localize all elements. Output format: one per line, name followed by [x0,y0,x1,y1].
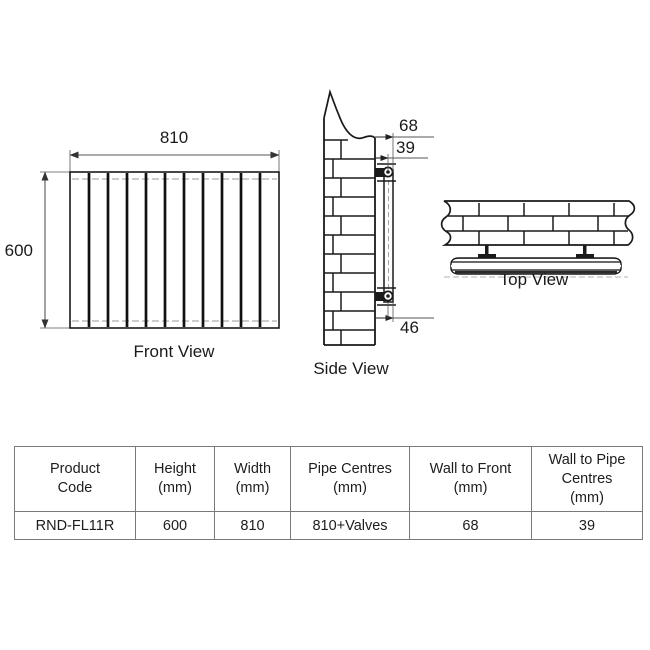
header-wall-to-pipe-centres: Wall to Pipe Centres (mm) [531,446,643,512]
specification-table-container: Product Code Height (mm) Width (mm) Pipe… [14,446,643,540]
cell-width: 810 [214,511,291,540]
top-view-group: Top View [440,200,636,289]
header-height: Height (mm) [135,446,215,512]
side-wall-perpend-joints [332,140,342,345]
dimension-height-600: 600 [5,171,72,329]
front-view-label: Front View [134,342,216,361]
technical-drawing: 810 600 [5,89,636,378]
header-width-line-1: Width [233,461,272,477]
side-view-group: 68 39 46 Side View [313,89,434,378]
front-radiator-body [69,171,280,329]
dimension-label-height: 600 [5,241,33,260]
specification-table: Product Code Height (mm) Width (mm) Pipe… [14,446,643,540]
table-row: RND-FL11R 600 810 810+Valves 68 39 [14,511,643,540]
front-panel-dividers [87,173,262,327]
cell-height: 600 [135,511,215,540]
dimension-bottom-offset-46: 46 [375,302,434,337]
table-header: Product Code Height (mm) Width (mm) Pipe… [14,446,643,512]
side-view-label: Side View [313,359,389,378]
dimension-wall-to-pipe-39: 39 [375,138,428,170]
dimension-label-wall-to-pipe: 39 [396,138,415,157]
top-bracket-right [576,245,594,258]
side-wall-bed-joints [324,139,375,331]
bracket-bottom-pin [386,294,390,298]
header-product-code-line-2: Code [57,480,93,496]
header-height-line-1: Height [154,461,196,477]
cell-wall-to-pipe-centres: 39 [531,511,643,540]
header-wall-to-pipe-centres-line-2: Centres [561,470,613,487]
dimension-label-width: 810 [160,128,188,147]
header-product-code: Product Code [14,446,136,512]
dimension-wall-to-front-68: 68 [375,116,434,172]
cell-pipe-centres: 810+Valves [290,511,410,540]
drawing-svg: 810 600 [5,89,636,378]
top-view-label: Top View [500,270,569,289]
header-width: Width (mm) [214,446,291,512]
front-view-group: 810 600 [5,128,280,361]
header-pipe-centres-line-1: Pipe Centres [308,461,392,477]
bracket-top-arm [375,168,389,177]
header-wall-to-pipe-centres-line-1: Wall to Pipe [548,451,626,468]
header-wall-to-front: Wall to Front (mm) [409,446,532,512]
top-wall-perpend-joints [462,203,615,245]
header-wall-to-front-line-2: (mm) [453,480,488,496]
header-wall-to-front-line-1: Wall to Front [429,461,512,477]
bracket-bottom-arm [375,292,389,301]
top-radiator-group [450,257,622,275]
cell-product-code: RND-FL11R [14,511,136,540]
header-pipe-centres-line-2: (mm) [333,480,367,496]
table-header-row: Product Code Height (mm) Width (mm) Pipe… [14,446,643,512]
bracket-top-pin [386,170,390,174]
dimension-label-wall-to-front: 68 [399,116,418,135]
dimension-label-bottom-offset: 46 [400,318,419,337]
header-wall-to-pipe-centres-line-3: (mm) [570,489,604,506]
top-bracket-left [478,245,496,258]
cell-wall-to-front: 68 [409,511,532,540]
top-wall-outline [440,200,636,246]
table-body: RND-FL11R 600 810 810+Valves 68 39 [14,511,643,540]
dimension-width-810: 810 [69,128,280,172]
side-wall-break-line [323,89,376,140]
header-height-line-2: (mm) [158,480,192,496]
header-width-line-2: (mm) [235,480,270,496]
header-pipe-centres: Pipe Centres (mm) [290,446,410,512]
header-product-code-line-1: Product [50,461,100,477]
